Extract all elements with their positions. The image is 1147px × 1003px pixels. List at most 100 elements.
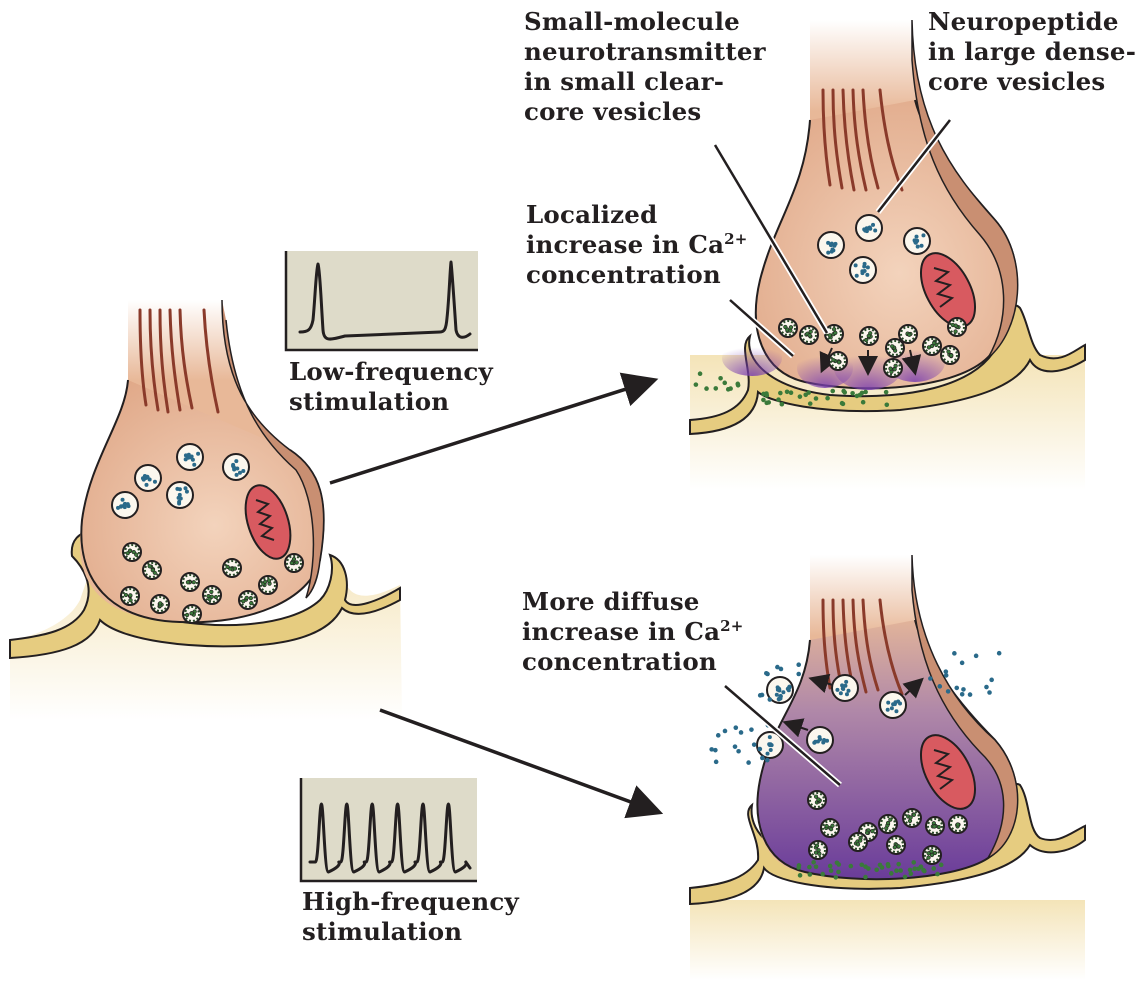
vesicle-content-dot: [128, 593, 133, 598]
vesicle-content-dot: [814, 843, 820, 848]
label-small-molecule: Small-molecule neurotransmitter in small…: [524, 7, 766, 127]
vesicle-content-dot: [232, 566, 238, 571]
transmitter-molecule: [738, 730, 744, 735]
vesicle-core: [850, 834, 866, 850]
vesicle-content-dot: [871, 222, 876, 227]
fusion-arrows: [819, 347, 922, 376]
vesicle-content-dot: [765, 751, 770, 756]
vesicle-content-dot: [249, 600, 254, 606]
vesicle-core: [927, 818, 943, 834]
vesicle-content-dot: [844, 679, 849, 684]
transmitter-molecule: [697, 371, 703, 377]
transmitter-molecule: [943, 669, 949, 674]
small-clear-core-vesicle: [948, 814, 968, 834]
vesicle-content-dot: [186, 455, 191, 460]
small-clear-core-vesicle: [180, 572, 200, 592]
vesicle-content-dot: [886, 700, 891, 705]
transmitter-molecule: [863, 864, 868, 869]
vesicle-core: [885, 360, 901, 376]
transmitter-molecule: [764, 757, 770, 763]
vesicle-content-dot: [932, 340, 937, 346]
large-dense-core-vesicle: [111, 491, 139, 519]
large-dense-core-vesicle: [134, 464, 162, 492]
vesicle-content-dot: [767, 742, 772, 747]
transmitter-molecule: [827, 863, 833, 869]
transmitter-molecule: [779, 401, 785, 407]
vesicle-content-dot: [955, 822, 960, 827]
label-line: increase in Ca2+: [526, 230, 748, 260]
small-clear-core-vesicle: [150, 594, 170, 614]
transmitter-molecule: [813, 864, 819, 870]
vesicle-content-dot: [867, 225, 872, 230]
mitochondrion: [919, 734, 977, 810]
vesicle-content-dot: [838, 691, 843, 696]
vesicle-core: [152, 596, 168, 612]
transmitter-molecule: [788, 390, 794, 396]
transmitter-molecule: [796, 671, 802, 677]
label-low-frequency: Low-frequency stimulation: [289, 357, 493, 417]
transmitter-molecule: [902, 874, 908, 880]
transmitter-molecule: [877, 862, 883, 868]
small-clear-core-vesicle: [258, 575, 278, 595]
synaptic-cleft: [9, 530, 401, 660]
vesicle-content-dot: [907, 332, 912, 337]
transmitter-molecule: [733, 725, 739, 730]
large-dense-core-vesicle: [817, 231, 845, 259]
small-clear-core-vesicle: [922, 336, 942, 356]
vesicle-core: [144, 562, 160, 578]
transmitter-molecule: [718, 375, 723, 381]
transmitter-molecule: [693, 382, 699, 387]
transmitter-molecule: [746, 760, 751, 765]
vesicle-content-dot: [122, 501, 127, 506]
vesicle-content-dot: [835, 687, 840, 692]
transmitter-molecule: [945, 689, 951, 694]
small-clear-core-vesicle: [947, 317, 967, 337]
transmitter-molecule: [760, 755, 765, 761]
vesicle-content-dot: [946, 349, 951, 354]
vesicle-content-dot: [788, 325, 794, 330]
label-line: core vesicles: [928, 67, 1106, 96]
vesicle-content-dot: [908, 815, 913, 820]
vesicle-content-dot: [152, 570, 157, 575]
label-line: increase in Ca2+: [522, 617, 744, 647]
vesicle-content-dot: [128, 598, 133, 603]
vesicle-content-dot: [225, 564, 230, 569]
transmitter-molecule: [973, 653, 979, 659]
transmitter-molecule: [884, 402, 890, 408]
transmitter-molecule: [987, 690, 992, 695]
vesicle-content-dot: [893, 700, 898, 705]
transmitter-molecule: [850, 390, 855, 396]
transmitter-molecule: [954, 685, 960, 691]
transmitter-molecule: [757, 746, 763, 752]
transmitter-molecule: [722, 380, 728, 386]
vesicle-content-dot: [807, 333, 812, 338]
arrow-to-high-frequency: [379, 708, 664, 819]
vesicle-content-dot: [829, 241, 834, 246]
vesicle-content-dot: [189, 611, 194, 616]
vesicle-content-dot: [841, 686, 846, 691]
small-clear-core-vesicle: [284, 553, 304, 573]
small-clear-core-vesicle: [848, 832, 868, 852]
vesicle-content-dot: [858, 838, 863, 843]
vesicle-content-dot: [885, 820, 891, 826]
transmitter-molecule: [735, 381, 741, 387]
vesicle-content-dot: [826, 250, 831, 255]
vesicle-content-dot: [929, 343, 935, 349]
vesicle-core: [888, 837, 904, 853]
label-line: stimulation: [302, 917, 463, 946]
vesicle-content-dot: [827, 333, 832, 338]
small-clear-core-vesicle: [222, 558, 242, 578]
vesicle-content-dot: [862, 261, 867, 266]
small-clear-core-vesicle: [885, 338, 905, 358]
vesicle-content-dot: [953, 323, 958, 328]
vesicle-core: [801, 327, 817, 343]
vesicle-content-dot: [235, 466, 240, 471]
label-text: increase in Ca: [522, 617, 721, 646]
transmitter-molecule: [778, 390, 783, 396]
vesicle-content-dot: [145, 474, 150, 479]
vesicle-content-dot: [885, 707, 890, 712]
small-clear-core-vesicle: [238, 590, 258, 610]
transmitter-molecule: [912, 866, 918, 871]
transmitter-molecule: [916, 866, 921, 872]
